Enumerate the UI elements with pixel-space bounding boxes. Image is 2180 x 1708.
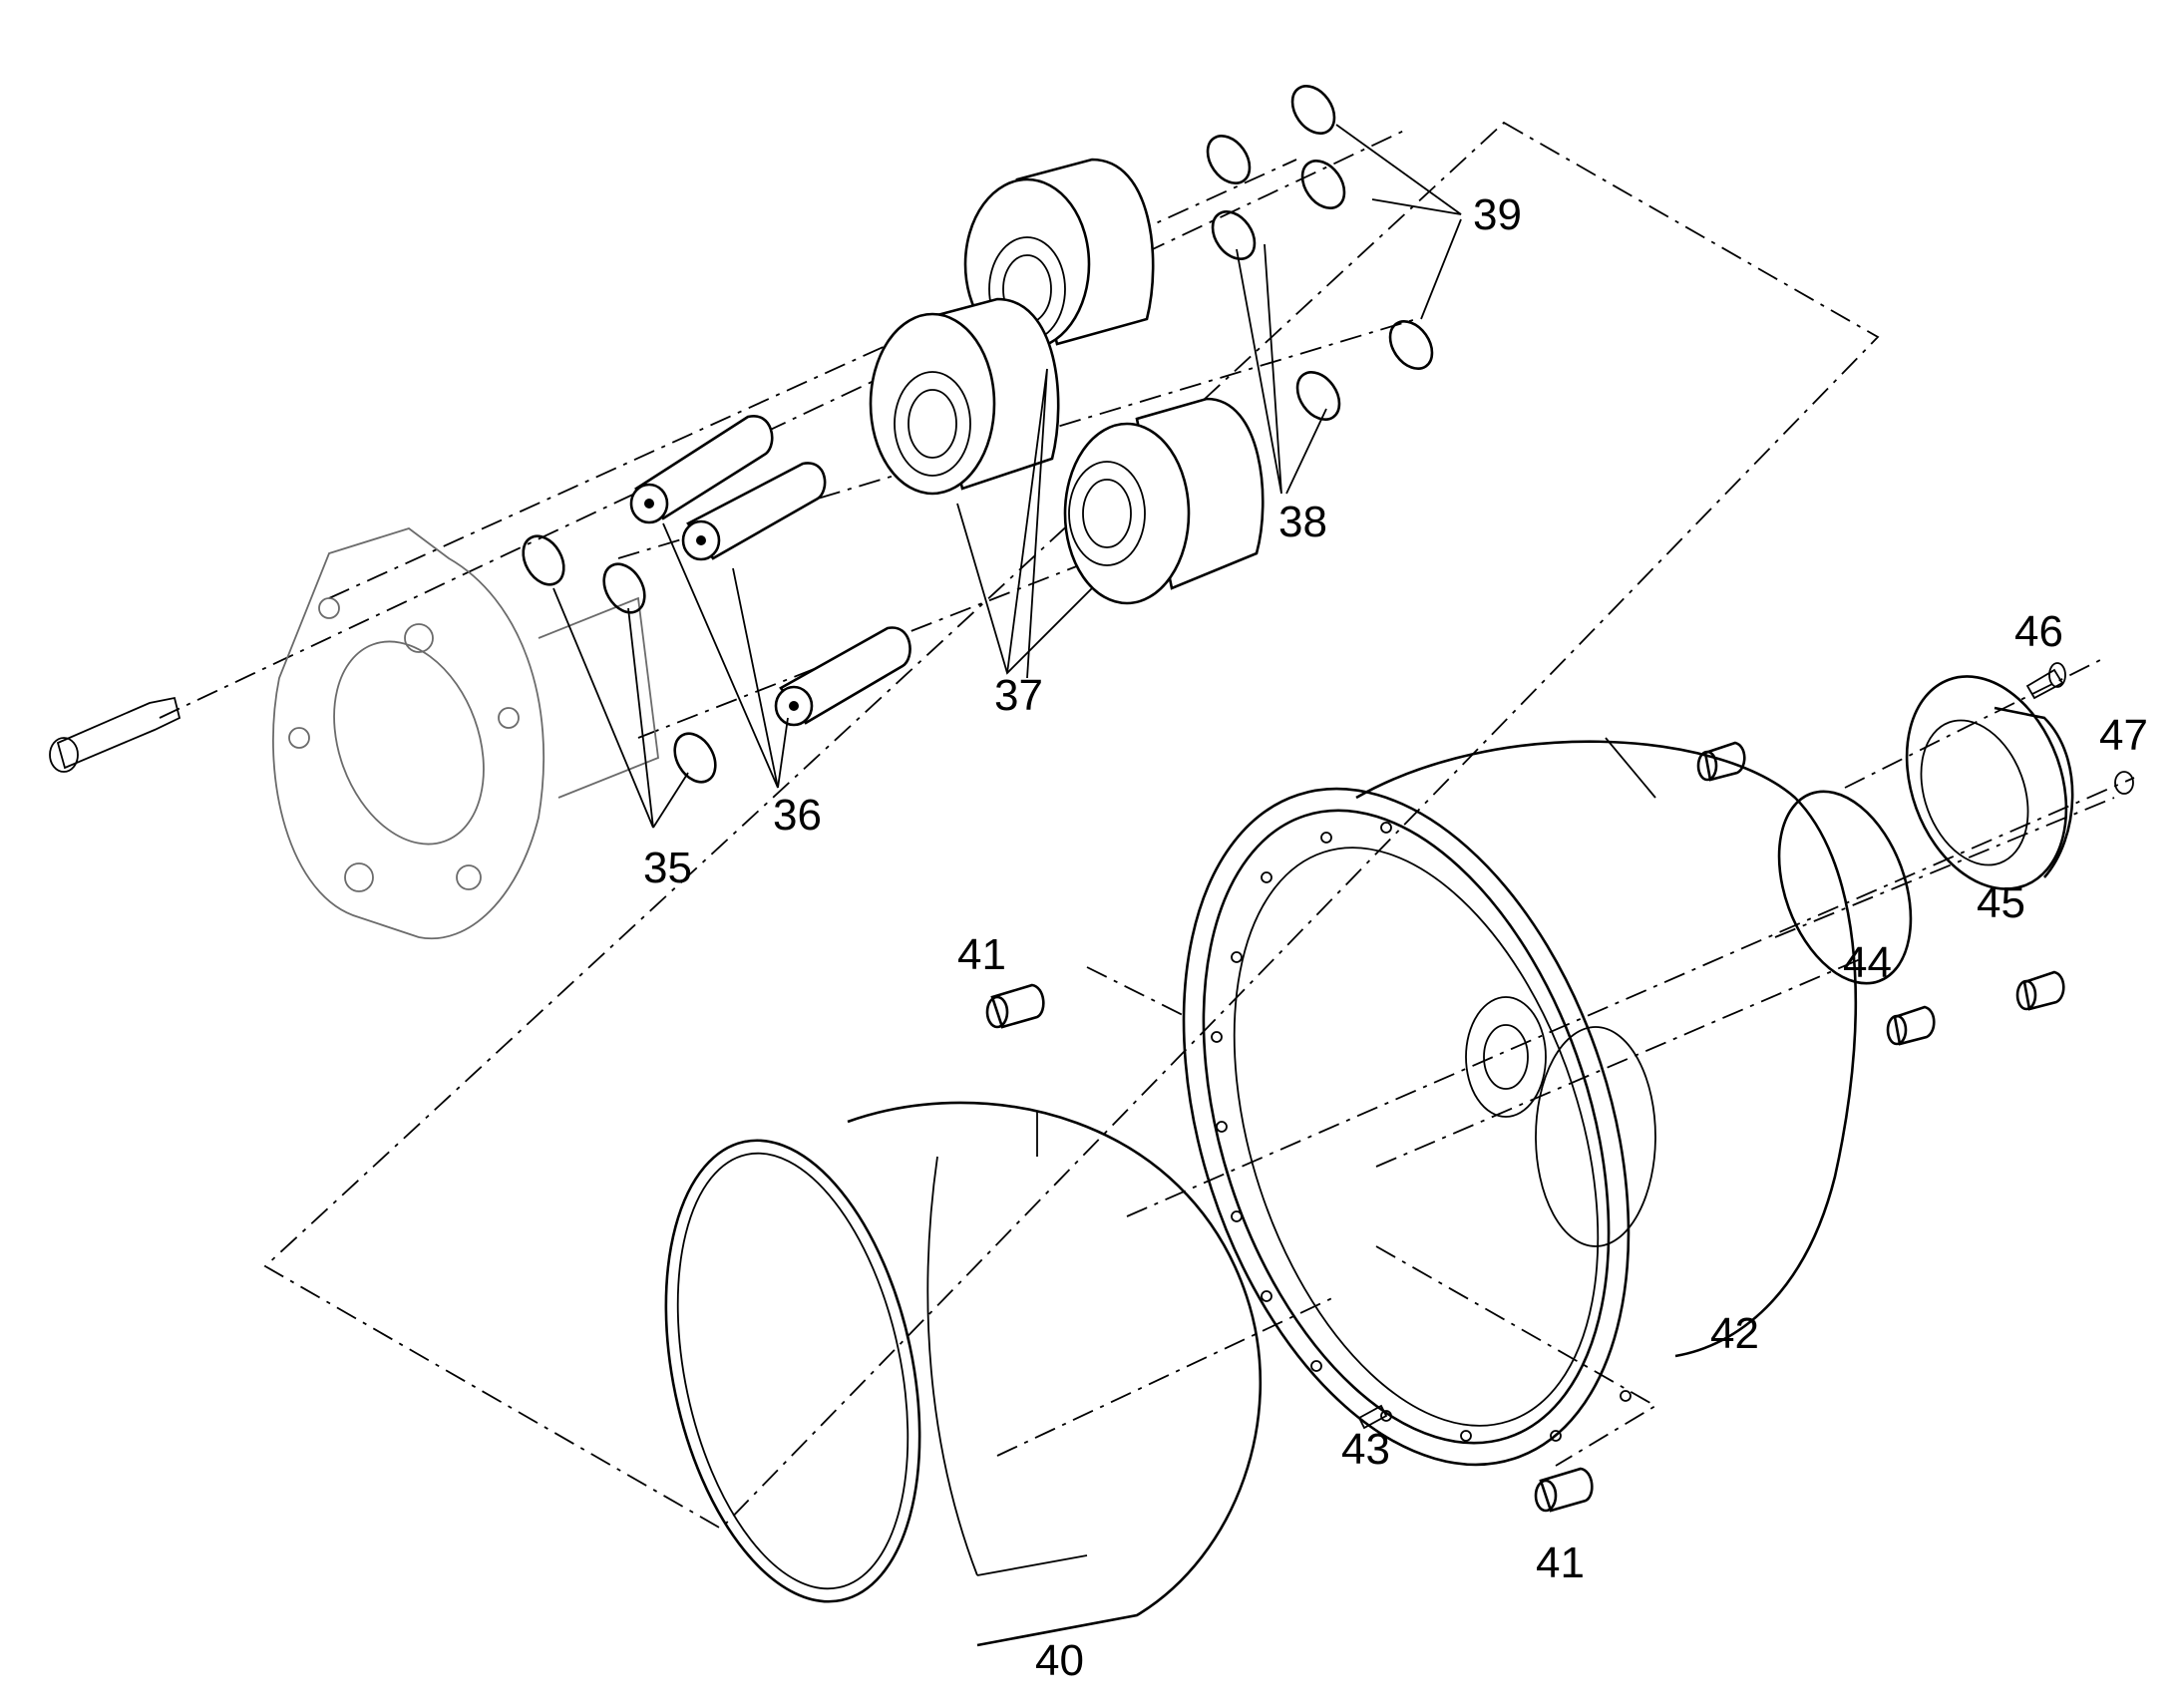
callout-36: 36 (773, 791, 822, 840)
mounting-flange (272, 527, 659, 940)
callout-47: 47 (2099, 711, 2148, 760)
callout-46: 46 (2014, 607, 2063, 656)
callout-44: 44 (1843, 938, 1892, 987)
callout-43: 43 (1341, 1425, 1390, 1474)
callout-labels: 35 36 37 38 39 40 41 41 42 43 44 45 46 4… (643, 190, 2148, 1685)
set-screw-43 (1357, 1404, 1388, 1430)
threaded-plugs (1696, 741, 2065, 1046)
pins-36 (629, 415, 911, 727)
callout-35: 35 (643, 844, 692, 892)
retaining-rings-35 (522, 534, 717, 784)
socket-head-bolt (49, 696, 182, 773)
roller-bearings-37 (869, 158, 1265, 605)
cover-45 (1905, 675, 2074, 890)
dowel-pins-41 (985, 983, 1594, 1513)
o-ring-44 (1777, 790, 1913, 985)
callout-45: 45 (1977, 878, 2025, 927)
callout-39: 39 (1473, 190, 1522, 239)
callout-38: 38 (1278, 498, 1327, 546)
callout-42: 42 (1710, 1309, 1759, 1358)
shim-rings-38-39 (1206, 85, 1434, 421)
callout-leaders (552, 124, 1462, 829)
callout-40: 40 (1035, 1636, 1084, 1685)
callout-41-upper: 41 (957, 930, 1006, 979)
callout-41-lower: 41 (1536, 1538, 1585, 1587)
callout-37: 37 (994, 671, 1043, 720)
hub-housing-42 (1182, 737, 1858, 1467)
center-axes (159, 129, 2135, 1467)
screws-46-47 (2025, 662, 2134, 795)
ring-sleeve-40 (664, 1101, 1263, 1647)
